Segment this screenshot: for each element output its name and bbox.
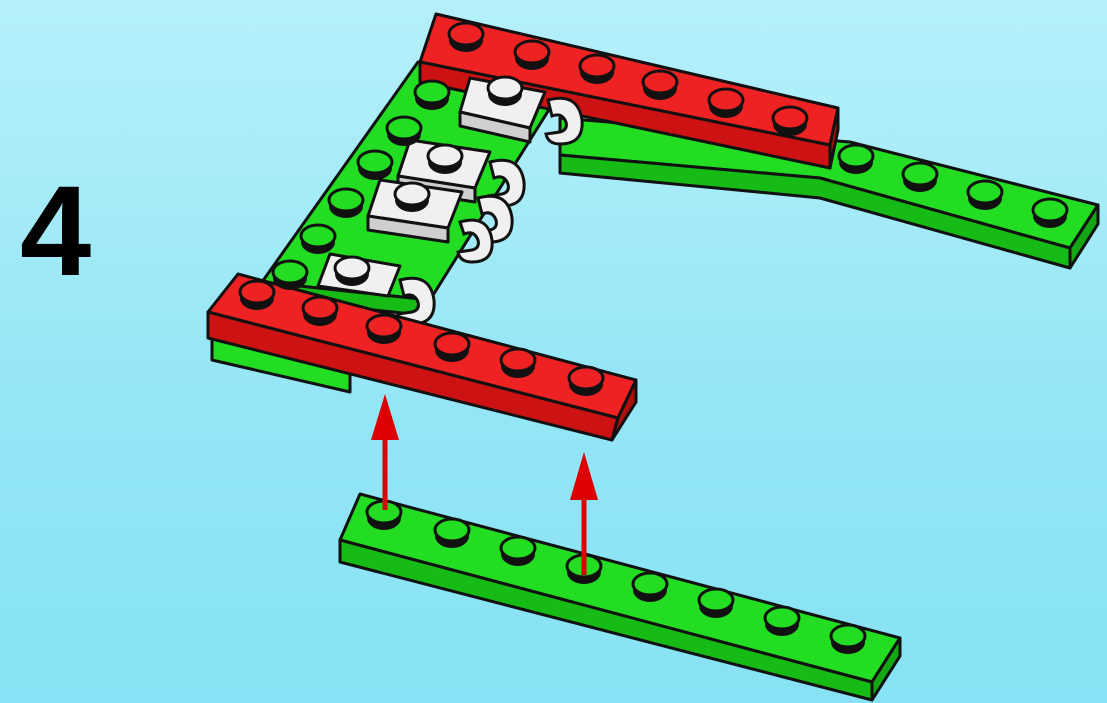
green-stud xyxy=(499,535,537,566)
green-stud xyxy=(356,149,394,180)
clip-4 xyxy=(456,218,494,264)
red-stud xyxy=(365,313,403,344)
green-stud xyxy=(837,143,875,174)
step-number: 4 xyxy=(20,160,92,303)
green-stud xyxy=(763,605,801,636)
up-arrow-icon xyxy=(570,452,598,575)
white-stud xyxy=(426,143,464,174)
red-stud xyxy=(447,21,485,52)
red-stud xyxy=(771,105,809,136)
red-front-plate-end xyxy=(610,378,638,442)
green-back-plate-end xyxy=(1068,203,1100,270)
green-stud xyxy=(271,259,309,290)
red-stud xyxy=(301,295,339,326)
green-stud xyxy=(385,115,423,146)
green-stud xyxy=(433,517,471,548)
green-bottom-plate-end xyxy=(870,636,902,702)
green-stud xyxy=(1031,197,1069,228)
white-stud xyxy=(393,181,431,212)
red-stud xyxy=(238,279,276,310)
green-stud xyxy=(299,223,337,254)
red-stud xyxy=(578,53,616,84)
red-stud xyxy=(433,331,471,362)
green-stud xyxy=(901,161,939,192)
green-stud xyxy=(327,187,365,218)
red-stud xyxy=(513,39,551,70)
green-stud xyxy=(697,587,735,618)
studs xyxy=(238,21,1069,654)
green-back-plate xyxy=(558,116,1100,270)
green-stud xyxy=(365,499,403,530)
red-stud xyxy=(499,347,537,378)
green-stud xyxy=(829,623,867,654)
red-stud xyxy=(641,69,679,100)
green-stud xyxy=(631,571,669,602)
white-stud xyxy=(333,255,371,286)
assembly-arrows xyxy=(371,394,598,575)
clips xyxy=(396,96,584,326)
clip-1 xyxy=(544,96,584,146)
red-stud xyxy=(567,365,605,396)
white-stud xyxy=(486,75,524,106)
red-stud xyxy=(707,87,745,118)
green-stud xyxy=(413,79,451,110)
green-stud xyxy=(966,179,1004,210)
red-back-plate-end xyxy=(828,106,840,170)
up-arrow-icon xyxy=(371,394,399,510)
